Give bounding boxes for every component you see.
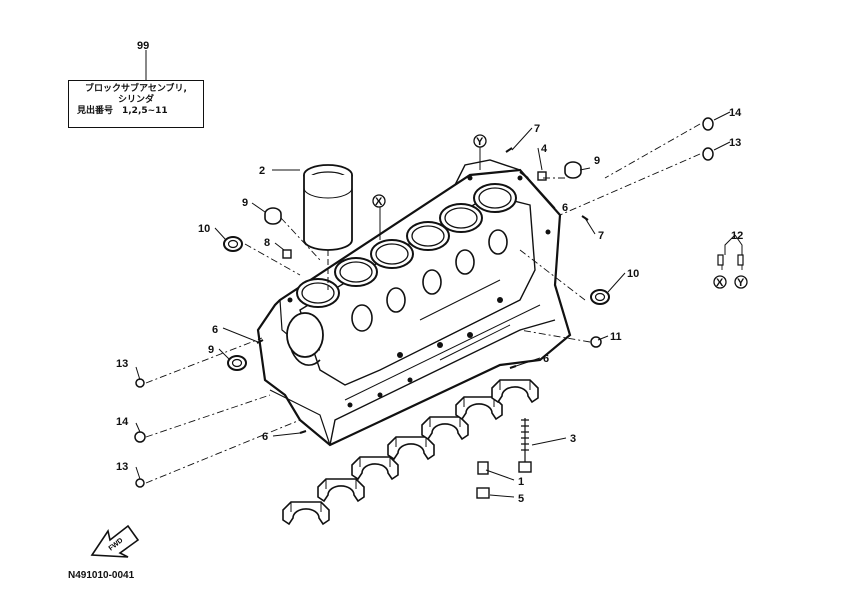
fwd-arrow-icon: FWD xyxy=(90,524,140,558)
callout-10b: 10 xyxy=(627,268,639,280)
cylinder-block xyxy=(256,159,572,447)
reference-markers: Y X X Y xyxy=(372,134,748,289)
callout-13c: 13 xyxy=(116,461,128,473)
callout-9b: 9 xyxy=(594,155,600,167)
callout-leaders xyxy=(135,50,743,498)
callout-14a: 14 xyxy=(729,107,742,119)
callout-14b: 14 xyxy=(116,416,129,428)
callout-2: 2 xyxy=(259,165,265,177)
callout-11: 11 xyxy=(610,331,622,343)
callout-8: 8 xyxy=(264,237,270,249)
callout-13a: 13 xyxy=(116,358,128,370)
callout-7a: 7 xyxy=(534,123,540,135)
marker-y-side: Y xyxy=(737,277,745,289)
callout-10a: 10 xyxy=(198,223,210,235)
callout-numbers: 1 2 3 4 5 6 6 6 6 6 7 7 8 9 9 9 10 10 11… xyxy=(116,107,743,505)
leader-lines xyxy=(145,123,743,484)
assembly-label-line1: ブロックサブアセンブリ, xyxy=(85,84,187,94)
marker-x-side: X xyxy=(716,277,724,289)
callout-9c: 9 xyxy=(208,344,214,356)
callout-6a: 6 xyxy=(212,324,218,336)
assembly-ref-number: 99 xyxy=(137,40,150,52)
callout-6c: 6 xyxy=(543,353,549,365)
bolts xyxy=(476,418,532,499)
callout-13b: 13 xyxy=(729,137,741,149)
diagram-code: N491010-0041 xyxy=(68,570,135,581)
callout-3: 3 xyxy=(570,433,576,445)
callout-1: 1 xyxy=(518,476,524,488)
cylinder-sleeve xyxy=(303,164,353,290)
callout-5: 5 xyxy=(518,493,524,505)
callout-12: 12 xyxy=(731,230,743,242)
assembly-label-line3: 見出番号 1,2,5~11 xyxy=(77,106,168,116)
callout-9a: 9 xyxy=(242,197,248,209)
assembly-label-line2: シリンダ xyxy=(117,95,154,105)
callout-7b: 7 xyxy=(598,230,604,242)
callout-6b: 6 xyxy=(262,431,268,443)
assembly-label-box: ブロックサブアセンブリ, シリンダ 見出番号 1,2,5~11 xyxy=(68,80,204,128)
callout-4: 4 xyxy=(541,143,548,155)
small-parts xyxy=(134,117,744,488)
marker-y-top: Y xyxy=(476,136,484,148)
marker-x-top: X xyxy=(375,196,383,208)
callout-6d: 6 xyxy=(562,202,568,214)
